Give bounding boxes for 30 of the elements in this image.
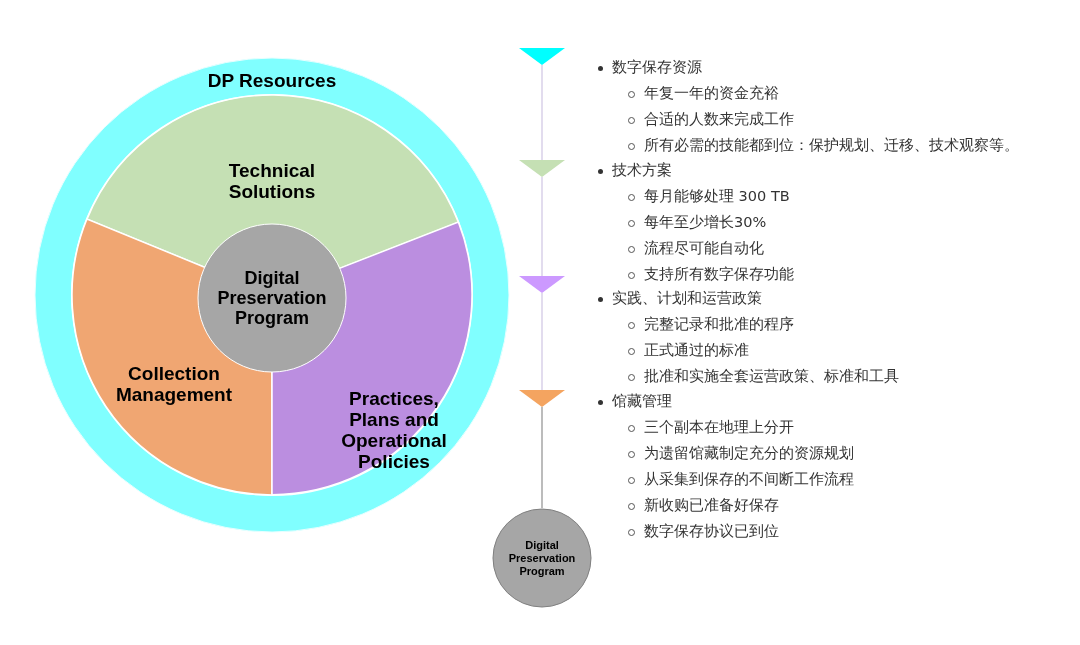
list-item: 每年至少增长30% (644, 214, 767, 230)
list-item: 合适的人数来完成工作 (644, 111, 794, 127)
sector-label: Practices, Plans and Operational Policies (340, 388, 448, 472)
list-heading: 数字保存资源 (612, 59, 702, 75)
list-item: 从采集到保存的不间断工作流程 (644, 471, 854, 487)
list-item: 三个副本在地理上分开 (644, 419, 794, 435)
timeline-line (541, 292, 543, 391)
list-heading: 馆藏管理 (612, 393, 672, 409)
list-heading: 实践、计划和运营政策 (612, 290, 762, 306)
sector-label: Collection Management (114, 363, 234, 405)
list-item: 支持所有数字保存功能 (644, 266, 794, 282)
list-item: 新收购已准备好保存 (644, 497, 779, 513)
timeline-line (541, 406, 543, 509)
timeline-line (541, 64, 543, 161)
ring-title: DP Resources (206, 69, 338, 91)
list-item: 年复一年的资金充裕 (644, 85, 779, 101)
list-item: 正式通过的标准 (644, 342, 749, 358)
list-item: 每月能够处理 300 TB (644, 188, 790, 204)
circle-label: Digital Preservation Program (507, 538, 577, 578)
list-heading: 技术方案 (612, 162, 672, 178)
list-item: 为遗留馆藏制定充分的资源规划 (644, 445, 854, 461)
list-item: 所有必需的技能都到位：保护规划、迁移、技术观察等。 (644, 137, 1019, 153)
list-item: 流程尽可能自动化 (644, 240, 764, 256)
resource-ring (34, 57, 510, 533)
sector-label: Technical Solutions (227, 160, 317, 202)
circle-label: Digital Preservation Program (216, 268, 328, 328)
timeline-line (541, 176, 543, 277)
list-item: 数字保存协议已到位 (644, 523, 779, 539)
list-item: 批准和实施全套运营政策、标准和工具 (644, 368, 899, 384)
list-item: 完整记录和批准的程序 (644, 316, 794, 332)
